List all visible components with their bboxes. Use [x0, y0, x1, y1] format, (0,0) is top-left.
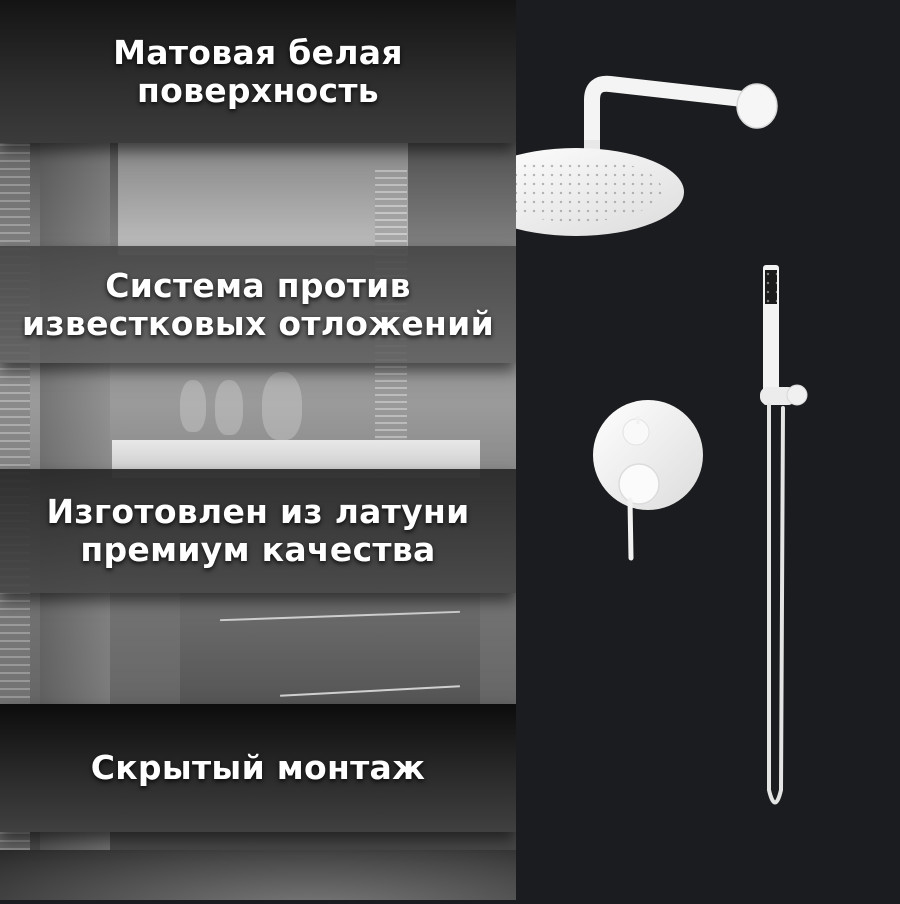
rain-shower-arm	[584, 75, 778, 158]
feature-text: премиум качества	[80, 530, 436, 569]
feature-band-concealed-install: Скрытый монтаж	[0, 704, 516, 832]
feature-text: Матовая белая	[113, 32, 403, 72]
feature-band-matte-white: Матовая белая поверхность	[0, 0, 516, 143]
mixer-panel	[593, 400, 703, 561]
rain-shower-head	[468, 148, 684, 236]
hand-shower	[760, 265, 808, 805]
shower-set-illustration	[468, 75, 808, 805]
feature-band-anti-limescale: Система против известковых отложений	[0, 246, 516, 363]
mirror-decor	[118, 135, 408, 255]
feature-text: Скрытый монтаж	[90, 748, 426, 787]
feature-band-brass: Изготовлен из латуни премиум качества	[0, 469, 516, 593]
product-image	[468, 0, 900, 900]
feature-text: известковых отложений	[21, 303, 495, 343]
rug-decor	[0, 850, 516, 900]
feature-text: Система против	[105, 265, 411, 305]
vase-decor	[180, 380, 206, 432]
vase-decor	[215, 380, 243, 435]
vase-decor	[262, 372, 302, 440]
features-panel: Матовая белая поверхность Система против…	[0, 0, 516, 900]
feature-text: Изготовлен из латуни	[46, 492, 470, 531]
feature-text: поверхность	[137, 70, 379, 110]
